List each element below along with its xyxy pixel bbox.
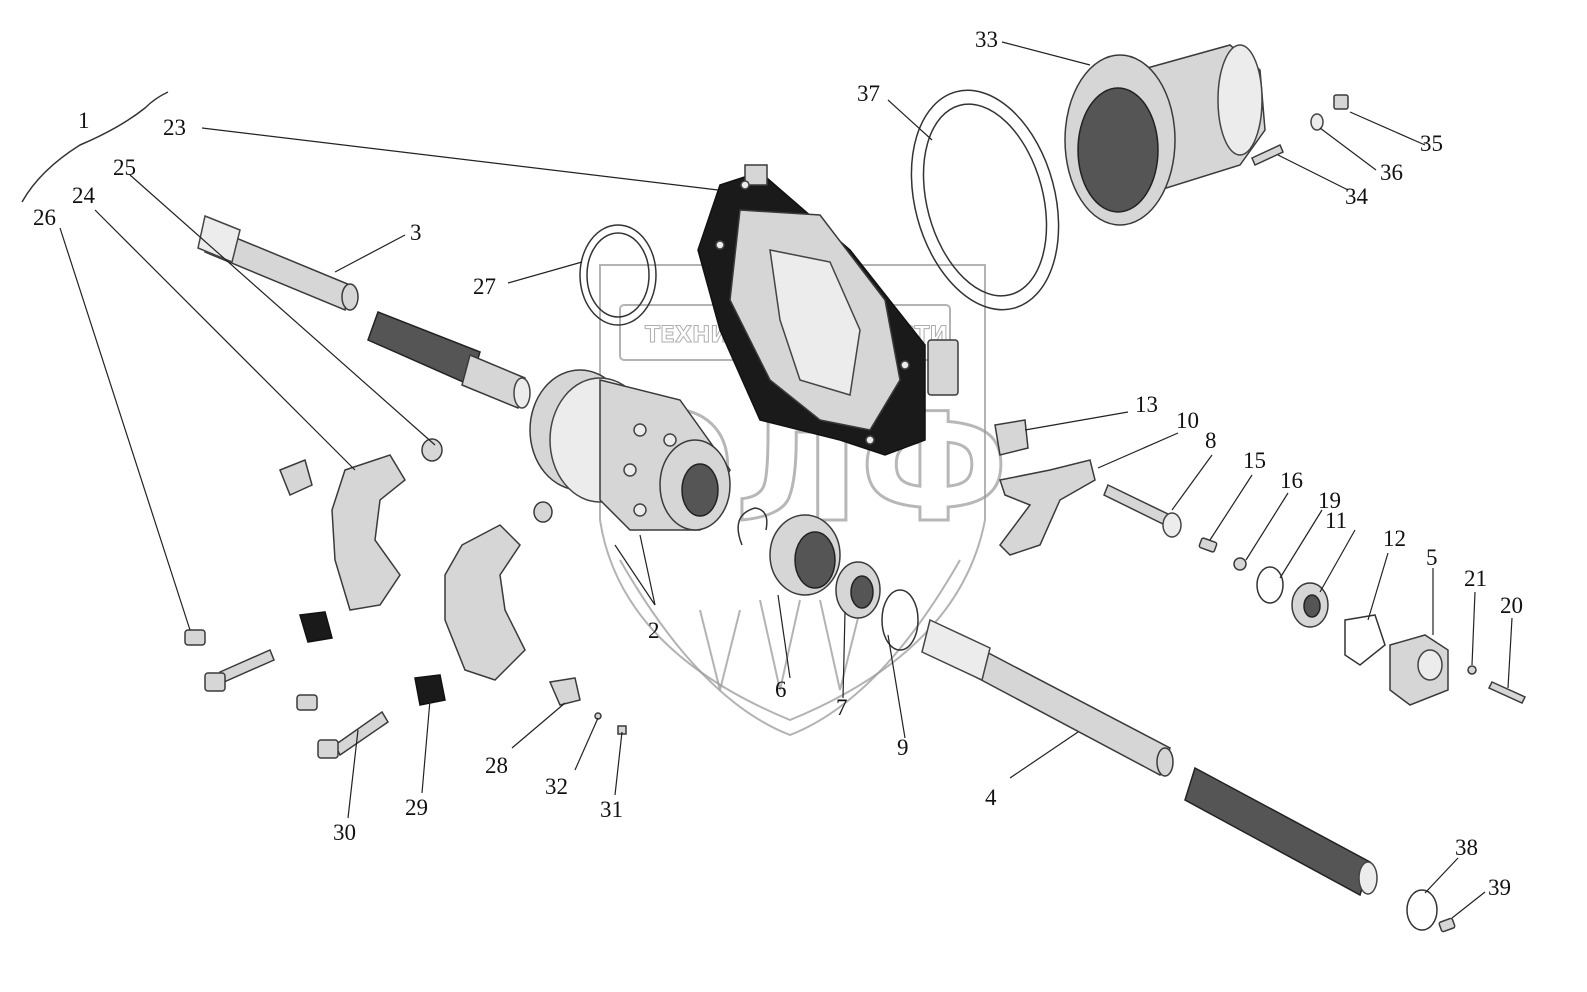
callout-label: 1 bbox=[78, 108, 90, 133]
callout-label: 32 bbox=[545, 774, 568, 799]
callout-label: 8 bbox=[1205, 428, 1217, 453]
part-3-left-axle-shaft bbox=[197, 214, 531, 410]
callout-label: 30 bbox=[333, 820, 356, 845]
part-13-spring bbox=[994, 419, 1029, 456]
part-24-bearing-cap bbox=[331, 454, 406, 611]
part-29-lock-plate bbox=[299, 611, 333, 643]
callout-label: 31 bbox=[600, 797, 623, 822]
part-6-coupling bbox=[769, 514, 841, 596]
part-35-nut bbox=[1333, 94, 1349, 110]
callout-label: 11 bbox=[1325, 508, 1347, 533]
callout-label: 21 bbox=[1464, 566, 1487, 591]
part-12-gasket bbox=[1344, 614, 1386, 666]
part-bushing-lower bbox=[296, 694, 318, 711]
callout-label: 26 bbox=[33, 205, 56, 230]
part-33-gear-housing bbox=[1064, 44, 1266, 226]
part-circlip bbox=[737, 507, 768, 546]
part-28-clip bbox=[548, 677, 581, 706]
callout-label: 20 bbox=[1500, 593, 1523, 618]
callout-label: 7 bbox=[836, 695, 848, 720]
part-20-bolt bbox=[1487, 681, 1527, 704]
callout-label: 39 bbox=[1488, 875, 1511, 900]
part-36-washer bbox=[1310, 113, 1324, 131]
callout-label: 38 bbox=[1455, 835, 1478, 860]
part-25-bushing bbox=[421, 438, 443, 462]
part-39-screw bbox=[1438, 917, 1456, 933]
callout-label: 23 bbox=[163, 115, 186, 140]
part-15-pin bbox=[1198, 537, 1218, 553]
part-34-pin bbox=[1251, 143, 1284, 167]
watermark-shield bbox=[599, 264, 986, 722]
callout-label: 9 bbox=[897, 735, 909, 760]
part-2-differential bbox=[529, 369, 731, 531]
part-37-gasket bbox=[910, 89, 1060, 311]
parts bbox=[21, 44, 1527, 933]
part-bolt-left bbox=[204, 649, 275, 692]
callout-label: 34 bbox=[1345, 184, 1369, 209]
callout-label: 10 bbox=[1176, 408, 1199, 433]
callout-label: 28 bbox=[485, 753, 508, 778]
callout-label: 13 bbox=[1135, 392, 1158, 417]
callout-label: 15 bbox=[1243, 448, 1266, 473]
leader-lines bbox=[59, 41, 1513, 919]
part-29-lock-plate-2 bbox=[414, 674, 446, 706]
callout-label: 24 bbox=[72, 183, 96, 208]
callout-label: 12 bbox=[1383, 526, 1406, 551]
part-27-ring bbox=[579, 224, 657, 326]
callout-label: 33 bbox=[975, 27, 998, 52]
callout-label: 35 bbox=[1420, 131, 1443, 156]
part-16-nut bbox=[1233, 557, 1247, 571]
part-bearing-cap-right bbox=[444, 524, 526, 681]
part-19-oring bbox=[1256, 566, 1284, 604]
callout-label: 3 bbox=[410, 220, 422, 245]
assembly-brace bbox=[21, 91, 169, 203]
callout-label: 29 bbox=[405, 795, 428, 820]
part-7-gear bbox=[835, 561, 881, 619]
part-9-ring bbox=[881, 589, 919, 651]
part-11-bushing bbox=[1291, 582, 1329, 628]
callout-label: 36 bbox=[1380, 160, 1403, 185]
callout-label: 5 bbox=[1426, 545, 1438, 570]
part-38-oring bbox=[1406, 889, 1438, 931]
part-21-washer bbox=[1467, 665, 1477, 675]
part-23-carrier-flange bbox=[697, 164, 959, 456]
part-26-pin bbox=[184, 629, 206, 646]
part-bushing-small bbox=[533, 501, 553, 523]
part-8-rod bbox=[1103, 483, 1182, 538]
callout-label: 6 bbox=[775, 677, 787, 702]
part-5-cover bbox=[1389, 634, 1449, 706]
callout-label: 37 bbox=[857, 81, 880, 106]
callout-label: 4 bbox=[985, 785, 997, 810]
callout-label: 2 bbox=[648, 618, 660, 643]
callout-labels: 1 2 3 4 5 6 7 8 9 10 11 12 13 15 16 19 2… bbox=[33, 27, 1523, 900]
callout-label: 19 bbox=[1318, 488, 1341, 513]
part-lock-clip-top bbox=[279, 458, 313, 497]
part-4-right-axle-shaft bbox=[921, 618, 1378, 897]
part-10-shift-fork bbox=[999, 459, 1096, 556]
callout-label: 25 bbox=[113, 155, 136, 180]
callout-label: 27 bbox=[473, 274, 496, 299]
callout-label: 16 bbox=[1280, 468, 1303, 493]
part-30-bolt bbox=[317, 710, 390, 759]
